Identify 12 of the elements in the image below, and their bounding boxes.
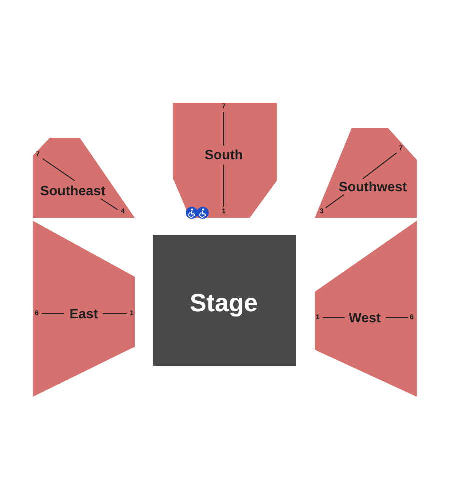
- stage-label: Stage: [190, 292, 258, 316]
- section-name: South: [204, 148, 244, 162]
- section-name: Southwest: [338, 180, 408, 194]
- stage-block: [153, 235, 296, 366]
- section-name: East: [70, 307, 98, 321]
- section-name: Southeast: [40, 184, 106, 198]
- seating-section: [315, 128, 417, 218]
- seating-section: [315, 221, 417, 397]
- section-name: West: [349, 311, 381, 325]
- seating-section: [173, 103, 277, 218]
- seating-section: [33, 138, 135, 218]
- seating-section: [33, 221, 135, 397]
